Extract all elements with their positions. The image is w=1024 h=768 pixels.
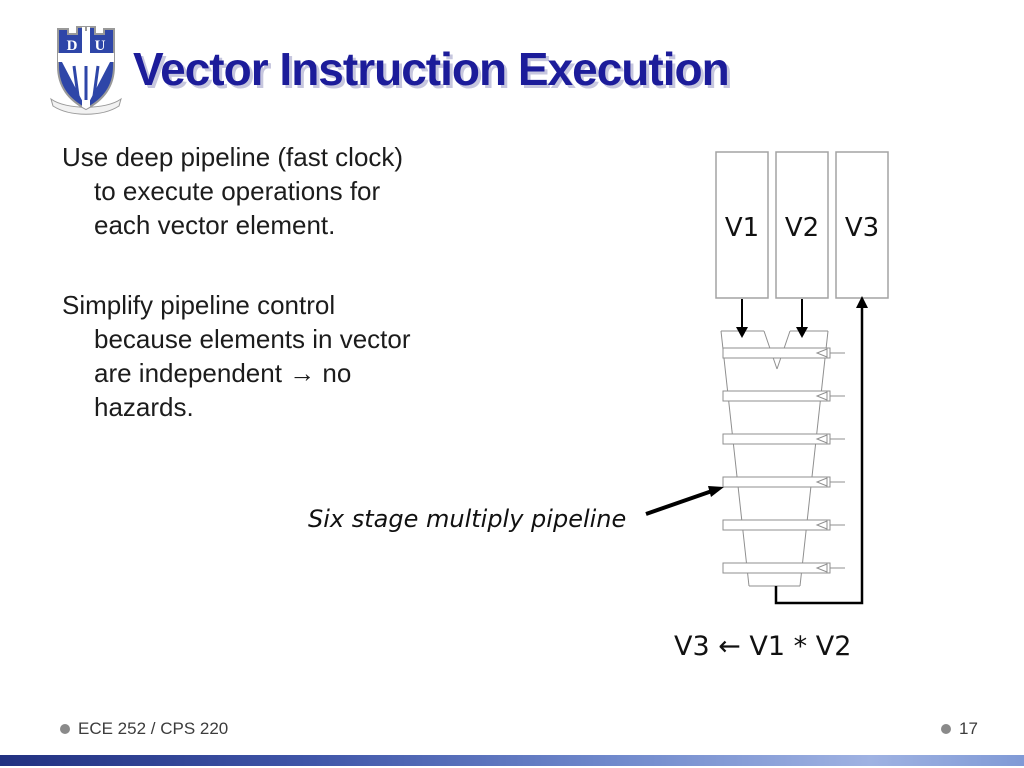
register-v1: V1	[715, 151, 769, 299]
caption-arrow	[645, 486, 724, 516]
crest-banner	[50, 97, 122, 115]
v1-input-arrow	[736, 299, 748, 338]
body-paragraph-2: Simplify pipeline control because elemen…	[62, 290, 411, 422]
footer-course-label: ECE 252 / CPS 220	[78, 719, 229, 738]
equation-label: V3 ← V1 * V2	[674, 631, 852, 662]
result-arrow	[774, 296, 868, 605]
crest-cross-pattern	[58, 27, 114, 109]
pipeline-latch-1	[722, 347, 845, 359]
pipeline-diagram: V1 V2 V3	[645, 151, 889, 605]
page-bullet-icon	[941, 724, 951, 734]
crest-letter-u: U	[95, 38, 106, 54]
pipeline-latch-2	[722, 390, 845, 402]
footer-bullet-icon	[60, 724, 70, 734]
register-v3: V3	[835, 151, 889, 299]
body-paragraph-1: Use deep pipeline (fast clock) to execut…	[62, 142, 404, 240]
pipeline-latch-3	[722, 433, 845, 445]
footer-page: 17	[941, 719, 978, 739]
crest-letter-d: D	[67, 38, 78, 54]
duke-crest-logo-icon: D U	[50, 26, 122, 115]
pipeline-latch-4	[722, 476, 845, 488]
v2-input-arrow	[796, 299, 808, 338]
bottom-accent-bar	[0, 755, 1024, 766]
pipeline-caption: Six stage multiply pipeline	[308, 505, 627, 533]
pipeline-latch-6	[722, 562, 845, 574]
pipeline-funnel	[720, 330, 829, 587]
footer-course: ECE 252 / CPS 220	[60, 719, 228, 739]
pipeline-latch-5	[722, 519, 845, 531]
register-v3-label: V3	[845, 213, 879, 243]
register-v2-label: V2	[785, 213, 819, 243]
register-v2: V2	[775, 151, 829, 299]
page-title: Vector Instruction Execution	[133, 43, 730, 95]
register-v1-label: V1	[725, 213, 759, 243]
page-number: 17	[959, 719, 978, 738]
